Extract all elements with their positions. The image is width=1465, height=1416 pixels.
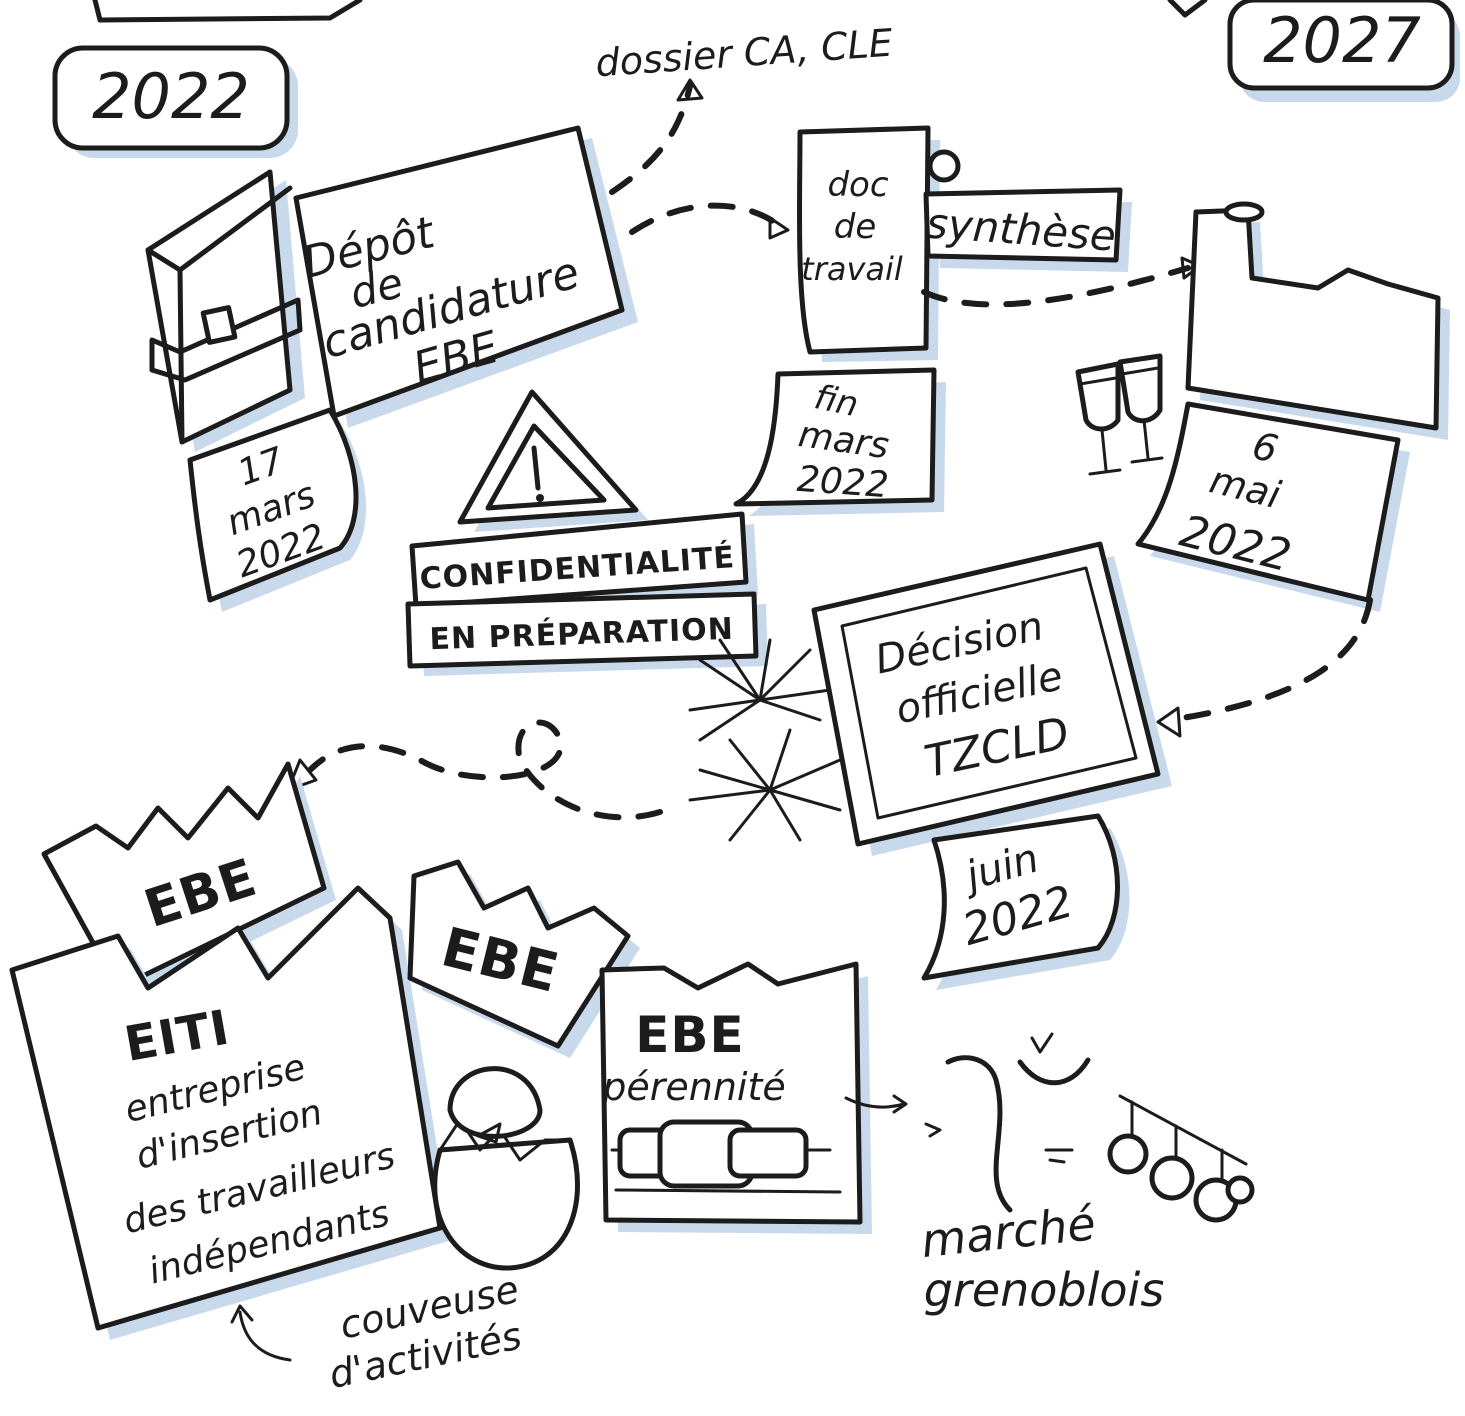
depot-card: Dépôt de candidature EBE xyxy=(296,128,638,428)
date-juin: juin 2022 xyxy=(924,816,1130,990)
dossier-label: dossier CA, CLE xyxy=(594,21,894,86)
arrow-to-dossier xyxy=(612,86,690,192)
arrow-to-6mai xyxy=(924,268,1188,304)
ebe-perennite-title: EBE xyxy=(635,1006,744,1064)
folder-icon xyxy=(148,172,305,452)
hanging-balls-icon xyxy=(1110,1096,1252,1220)
marche-line2: grenoblois xyxy=(924,1263,1165,1317)
factory-icon xyxy=(1188,204,1450,440)
champagne-glasses-icon xyxy=(1078,356,1162,474)
date-6-mai: 6 mai 2022 xyxy=(1138,404,1410,612)
eiti-factory: EITI entreprise d'insertion des travaill… xyxy=(12,888,452,1340)
preparation-banner: EN PRÉPARATION xyxy=(408,594,768,676)
synthese-banner: synthèse xyxy=(925,190,1132,272)
egg-chick-icon xyxy=(435,1069,578,1268)
fireworks-icon xyxy=(690,640,840,840)
arrow-to-doc xyxy=(632,206,780,232)
year-2022-label: 2022 xyxy=(92,60,250,133)
arrow-couveuse xyxy=(232,1306,290,1360)
marche-line1: marché xyxy=(919,1196,1098,1268)
ebe-perennite-subtitle: pérennité xyxy=(601,1065,786,1109)
arrow-head-doc xyxy=(770,218,788,238)
arrow-to-decision xyxy=(1170,600,1370,720)
date-fin-mars: fin mars 2022 xyxy=(736,370,946,516)
year-2027-label: 2027 xyxy=(1263,4,1421,77)
arrow-head-decision xyxy=(1158,708,1180,736)
year-2027-box: 2027 xyxy=(1230,0,1460,102)
top-cut-shapes xyxy=(95,0,1205,20)
decision-frame: Décision officielle TZCLD xyxy=(814,544,1172,856)
ebe-perennite-factory: EBE pérennité xyxy=(601,964,872,1234)
doc-line3: travail xyxy=(801,250,903,288)
doc-line1: doc xyxy=(827,165,888,205)
doc-line2: de xyxy=(834,207,877,247)
arrow-to-ebe-left xyxy=(310,723,660,818)
doc-date-line3: 2022 xyxy=(796,459,890,506)
warning-icon xyxy=(460,392,648,532)
dove-icon xyxy=(926,1034,1088,1210)
year-2022-box: 2022 xyxy=(55,48,298,158)
